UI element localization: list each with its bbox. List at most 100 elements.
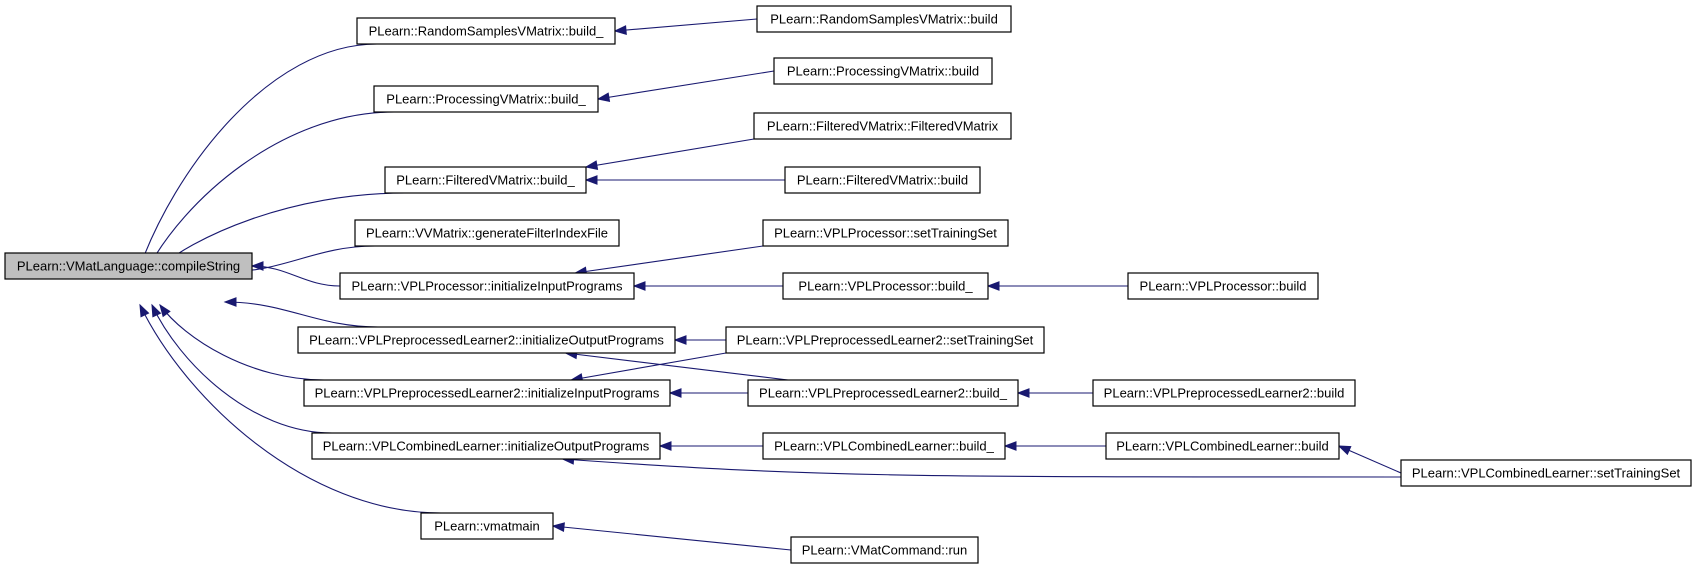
node-vplc_build_[interactable]: PLearn::VPLCombinedLearner::build_ (762, 432, 1006, 460)
node-vpl2_initin[interactable]: PLearn::VPLPreprocessedLearner2::initial… (303, 379, 671, 407)
node-box-vpl2_settrain (725, 326, 1045, 354)
node-vpl2_initout[interactable]: PLearn::VPLPreprocessedLearner2::initial… (297, 326, 676, 354)
node-label-rsvm_build_: PLearn::RandomSamplesVMatrix::build_ (369, 24, 605, 39)
node-label-vpl2_initout: PLearn::VPLPreprocessedLearner2::initial… (309, 333, 664, 348)
node-label-vplp_build_: PLearn::VPLProcessor::build_ (798, 279, 973, 294)
edge-vplp_init-to-root (251, 265, 341, 287)
node-box-vpl2_initin (303, 379, 671, 407)
node-box-pvm_build (773, 57, 993, 85)
node-label-vplc_initout: PLearn::VPLCombinedLearner::initializeOu… (323, 439, 650, 454)
node-vmatcmd_run[interactable]: PLearn::VMatCommand::run (790, 536, 979, 564)
edge-rsvm_build-to-rsvm_build_ (614, 18, 758, 32)
edge-vpl2_settrain-to-vpl2_initin (571, 352, 727, 381)
arrowhead-rsvm_build-to-rsvm_build_ (613, 25, 627, 35)
node-label-vvm_gen: PLearn::VVMatrix::generateFilterIndexFil… (366, 226, 608, 241)
edge-vmatcmd_run-to-vmatmain (552, 525, 792, 551)
arrowhead-vmatmain-to-root (139, 303, 150, 318)
node-box-vmatmain (420, 512, 554, 540)
arrowhead-vplp_init-to-root (250, 261, 264, 271)
node-box-vplp_build_ (782, 272, 989, 300)
node-vpl2_build_[interactable]: PLearn::VPLPreprocessedLearner2::build_ (747, 379, 1019, 407)
edge-vpl2_initin-to-root (159, 304, 325, 381)
node-label-vmatcmd_run: PLearn::VMatCommand::run (802, 543, 967, 558)
node-box-fvm_ctor (753, 112, 1012, 140)
node-vplp_settrain[interactable]: PLearn::VPLProcessor::setTrainingSet (762, 219, 1009, 247)
node-box-vmatcmd_run (790, 536, 979, 564)
edge-pvm_build_-to-root (145, 111, 395, 273)
edges-layer (137, 18, 1402, 551)
node-fvm_build[interactable]: PLearn::FilteredVMatrix::build (784, 166, 981, 194)
node-label-vplp_init: PLearn::VPLProcessor::initializeInputPro… (352, 279, 623, 294)
node-label-vpl2_build_: PLearn::VPLPreprocessedLearner2::build_ (759, 386, 1008, 401)
arrowhead-vmatcmd_run-to-vmatmain (551, 522, 565, 533)
node-box-vplc_settrain (1400, 459, 1692, 487)
node-vplp_init[interactable]: PLearn::VPLProcessor::initializeInputPro… (339, 272, 635, 300)
node-label-vplc_settrain: PLearn::VPLCombinedLearner::setTrainingS… (1412, 466, 1681, 481)
node-vmatmain[interactable]: PLearn::vmatmain (420, 512, 554, 540)
node-box-vplc_build_ (762, 432, 1006, 460)
arrowhead-vpl2_settrain-to-vpl2_initout (673, 335, 687, 345)
node-box-fvm_build (784, 166, 981, 194)
node-label-pvm_build_: PLearn::ProcessingVMatrix::build_ (386, 92, 586, 107)
arrowhead-vpl2_build_-to-vpl2_initin (668, 388, 682, 398)
node-label-vpl2_settrain: PLearn::VPLPreprocessedLearner2::setTrai… (737, 333, 1034, 348)
node-box-vplp_settrain (762, 219, 1009, 247)
node-pvm_build[interactable]: PLearn::ProcessingVMatrix::build (773, 57, 993, 85)
node-vvm_gen[interactable]: PLearn::VVMatrix::generateFilterIndexFil… (354, 219, 620, 247)
edge-fvm_ctor-to-fvm_build_ (585, 138, 755, 168)
node-label-vplc_build_: PLearn::VPLCombinedLearner::build_ (774, 439, 994, 454)
edge-vplc_settrain-to-vplc_initout (562, 458, 1402, 478)
node-label-vplc_build: PLearn::VPLCombinedLearner::build (1116, 439, 1328, 454)
node-label-rsvm_build: PLearn::RandomSamplesVMatrix::build (770, 12, 998, 27)
node-vplp_build_[interactable]: PLearn::VPLProcessor::build_ (782, 272, 989, 300)
node-vpl2_settrain[interactable]: PLearn::VPLPreprocessedLearner2::setTrai… (725, 326, 1045, 354)
edge-vmatmain-to-root (139, 304, 442, 514)
edge-vpl2_initout-to-root (224, 301, 379, 328)
node-label-vpl2_build: PLearn::VPLPreprocessedLearner2::build (1104, 386, 1345, 401)
node-rsvm_build[interactable]: PLearn::RandomSamplesVMatrix::build (756, 5, 1012, 33)
edge-rsvm_build_-to-root (137, 43, 378, 273)
node-fvm_ctor[interactable]: PLearn::FilteredVMatrix::FilteredVMatrix (753, 112, 1012, 140)
node-root[interactable]: PLearn::VMatLanguage::compileString (4, 252, 253, 280)
arrowhead-vplc_initout-to-root (151, 303, 162, 318)
node-label-fvm_build_: PLearn::FilteredVMatrix::build_ (396, 173, 575, 188)
arrowhead-vplc_build-to-vplc_build_ (1003, 441, 1017, 451)
node-box-vplp_build (1127, 272, 1319, 300)
arrowhead-fvm_ctor-to-fvm_build_ (584, 160, 599, 170)
node-vpl2_build[interactable]: PLearn::VPLPreprocessedLearner2::build (1092, 379, 1356, 407)
edge-vplc_initout-to-root (151, 304, 333, 434)
arrowhead-vplc_build_-to-vplc_initout (658, 441, 672, 451)
arrowhead-vpl2_initin-to-root (159, 303, 171, 318)
arrowhead-vplp_build_-to-vplp_init (632, 281, 646, 291)
arrowhead-vpl2_initout-to-root (223, 297, 237, 307)
edge-pvm_build-to-pvm_build_ (597, 70, 775, 100)
node-label-vmatmain: PLearn::vmatmain (434, 519, 540, 534)
node-box-vvm_gen (354, 219, 620, 247)
node-label-root: PLearn::VMatLanguage::compileString (17, 259, 240, 274)
node-box-vpl2_initout (297, 326, 676, 354)
node-rsvm_build_[interactable]: PLearn::RandomSamplesVMatrix::build_ (356, 17, 616, 45)
node-pvm_build_[interactable]: PLearn::ProcessingVMatrix::build_ (373, 85, 599, 113)
node-label-vpl2_initin: PLearn::VPLPreprocessedLearner2::initial… (315, 386, 660, 401)
arrowhead-vplc_settrain-to-vplc_build (1337, 445, 1352, 456)
node-vplc_settrain[interactable]: PLearn::VPLCombinedLearner::setTrainingS… (1400, 459, 1692, 487)
node-fvm_build_[interactable]: PLearn::FilteredVMatrix::build_ (384, 166, 587, 194)
node-vplp_build[interactable]: PLearn::VPLProcessor::build (1127, 272, 1319, 300)
arrowhead-vplp_build-to-vplp_build_ (986, 281, 1000, 291)
node-box-vplc_build (1105, 432, 1340, 460)
node-label-fvm_ctor: PLearn::FilteredVMatrix::FilteredVMatrix (767, 119, 999, 134)
node-box-vplp_init (339, 272, 635, 300)
node-box-vpl2_build_ (747, 379, 1019, 407)
node-vplc_build[interactable]: PLearn::VPLCombinedLearner::build (1105, 432, 1340, 460)
node-label-fvm_build: PLearn::FilteredVMatrix::build (797, 173, 968, 188)
arrowhead-pvm_build-to-pvm_build_ (596, 92, 611, 103)
arrowhead-fvm_build-to-fvm_build_ (584, 175, 598, 185)
node-box-rsvm_build (756, 5, 1012, 33)
arrowhead-vpl2_build-to-vpl2_build_ (1016, 388, 1030, 398)
node-box-root (4, 252, 253, 280)
node-vplc_initout[interactable]: PLearn::VPLCombinedLearner::initializeOu… (311, 432, 661, 460)
node-label-vplp_build: PLearn::VPLProcessor::build (1140, 279, 1307, 294)
edge-vplp_settrain-to-vplp_init (575, 245, 764, 274)
node-label-vplp_settrain: PLearn::VPLProcessor::setTrainingSet (774, 226, 997, 241)
